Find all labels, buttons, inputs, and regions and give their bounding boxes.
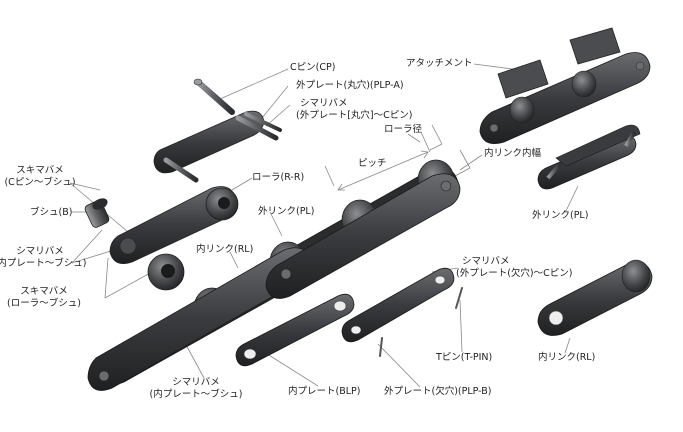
inner-link-right-drawing bbox=[537, 259, 653, 336]
label-inner-link-center: 内リンク(RL) bbox=[196, 244, 254, 255]
outer-plate-round-drawing bbox=[153, 110, 282, 183]
label-outer-plate-round: 外プレート(丸穴)(PLP-A) bbox=[296, 80, 404, 91]
inner-plate-drawing bbox=[235, 293, 355, 367]
t-pin-drawing bbox=[379, 287, 463, 357]
label-t-pin: Tピン(T-PIN) bbox=[436, 352, 493, 363]
label-roller: ローラ(R-R) bbox=[252, 172, 305, 183]
label-outer-link-right: 外リンク(PL) bbox=[532, 210, 589, 221]
label-shimaribame-outer-notch-detail: (外プレート(欠穴)〜Cピン) bbox=[456, 268, 573, 279]
label-shimaribame-outer-notch: シマリバメ bbox=[462, 256, 510, 267]
label-sukimabame-roller-bush-detail: (ローラ〜ブシュ) bbox=[7, 298, 81, 309]
c-pin-drawing bbox=[193, 78, 235, 115]
label-roller-diameter: ローラ径 bbox=[384, 124, 423, 135]
label-c-pin: Cピン(CP) bbox=[290, 62, 336, 73]
main-chain-drawing bbox=[87, 159, 461, 391]
label-attachment: アタッチメント bbox=[406, 58, 473, 69]
bush-drawing bbox=[84, 198, 110, 228]
label-bush: ブシュ(B) bbox=[30, 207, 73, 218]
label-outer-plate-notch: 外プレート(欠穴)(PLP-B) bbox=[384, 386, 492, 397]
label-pitch: ピッチ bbox=[358, 158, 387, 169]
dimension-lines bbox=[324, 124, 471, 191]
roller-drawing bbox=[147, 253, 185, 291]
label-inner-link-right: 内リンク(RL) bbox=[538, 352, 596, 363]
label-shimaribame-bottom-detail: (内プレート〜ブシュ) bbox=[149, 389, 243, 400]
label-shimaribame-inner-bush: シマリバメ bbox=[16, 246, 64, 257]
label-sukimabame-cpin-bush-detail: (Cピン〜ブシュ) bbox=[4, 177, 76, 188]
label-inner-link-width: 内リンク内幅 bbox=[484, 148, 542, 159]
label-sukimabame-roller-bush: スキマバメ bbox=[20, 286, 68, 297]
label-shimaribame-outer-cpin-detail: (外プレート[丸穴]〜Cピン) bbox=[296, 110, 413, 121]
label-shimaribame-outer-cpin: シマリバメ bbox=[300, 98, 348, 109]
outer-link-right-drawing bbox=[537, 124, 641, 190]
label-sukimabame-cpin-bush: スキマバメ bbox=[16, 165, 64, 176]
label-shimaribame-bottom: シマリバメ bbox=[172, 377, 220, 388]
label-inner-plate: 内プレート(BLP) bbox=[288, 386, 361, 397]
outer-plate-notch-drawing bbox=[341, 267, 455, 343]
attachment-chain-drawing bbox=[479, 27, 651, 145]
label-outer-link-center: 外リンク(PL) bbox=[258, 206, 315, 217]
label-shimaribame-inner-bush-detail: (内プレート〜ブシュ) bbox=[0, 258, 87, 269]
inner-link-exploded-drawing bbox=[109, 186, 239, 265]
